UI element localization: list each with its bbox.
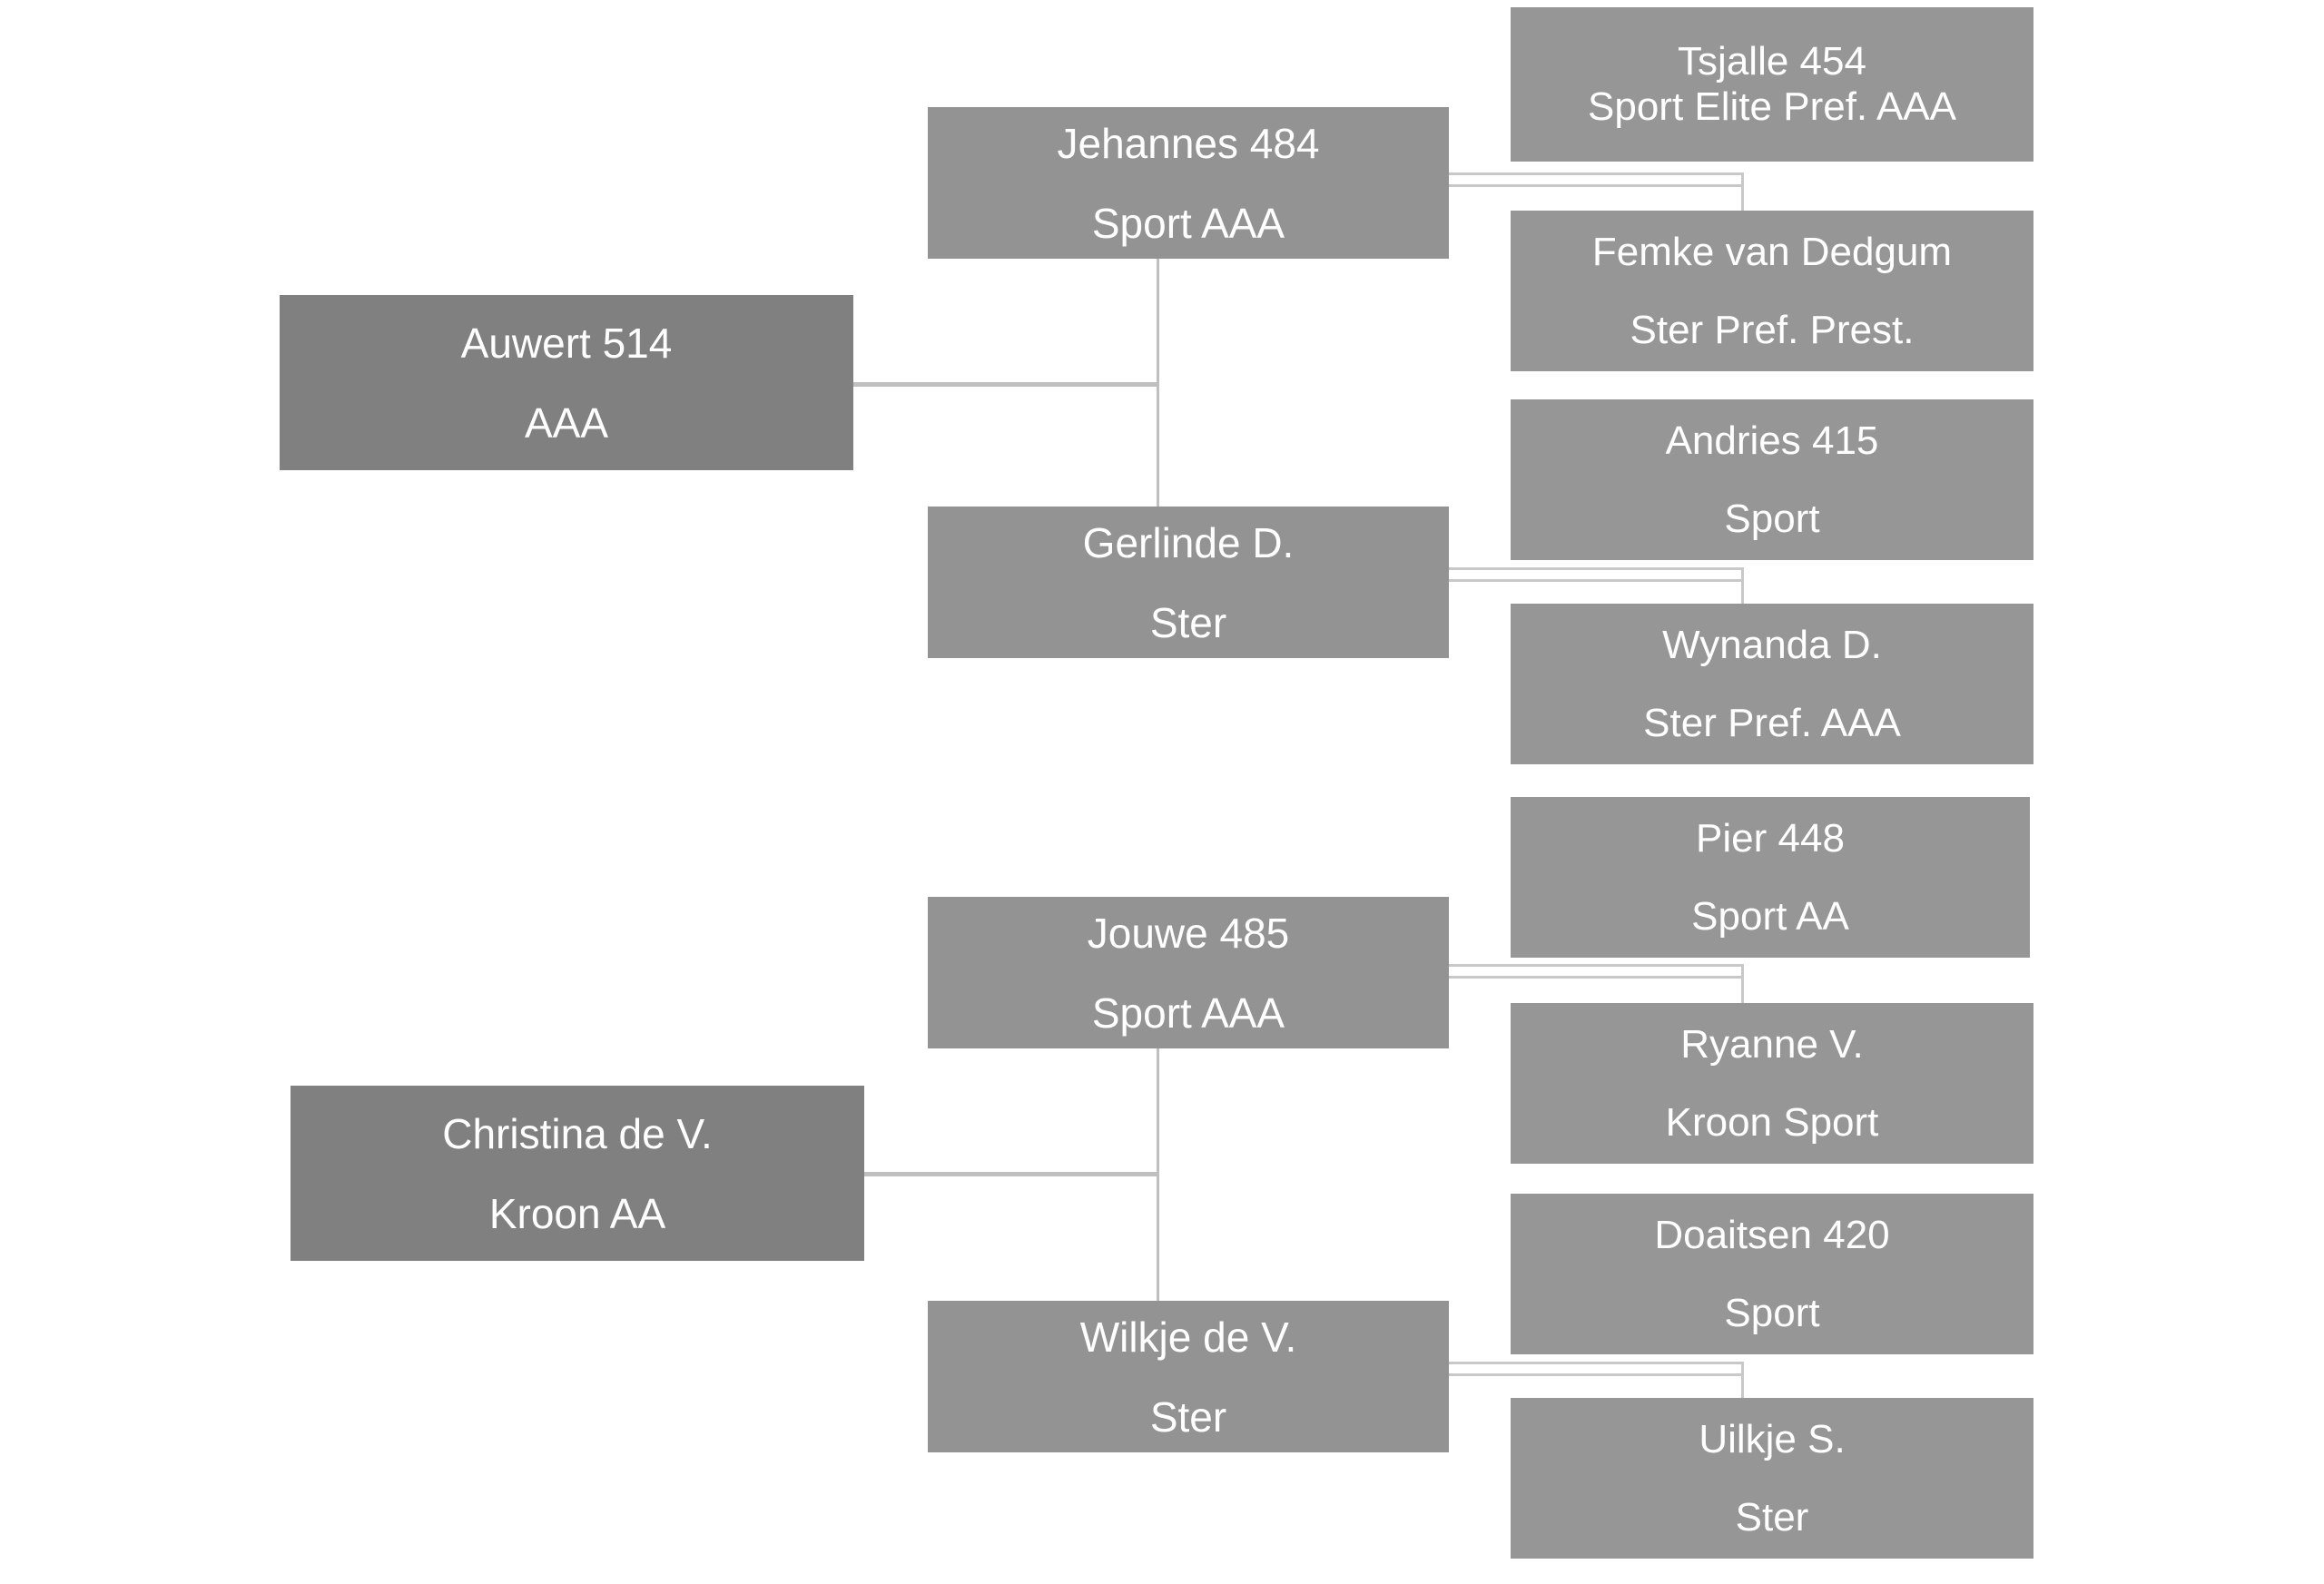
connector-horizontal-sire-top-upper: [1449, 172, 1744, 175]
node-grandsire-top-dam[interactable]: Andries 415 Sport: [1511, 399, 2034, 560]
node-granddam-bottom-sire[interactable]: Ryanne V. Kroon Sport: [1511, 1003, 2034, 1164]
connector-horizontal-dam-top-lower: [1449, 579, 1744, 582]
node-name: Doaitsen 420: [1654, 1212, 1890, 1257]
connector-vertical-sire-bottom-grandparents: [1741, 964, 1744, 1008]
node-dam-top[interactable]: Gerlinde D. Ster: [928, 507, 1449, 658]
node-predicates: Ster Pref. AAA: [1643, 700, 1901, 745]
node-dam-bottom[interactable]: Wilkje de V. Ster: [928, 1301, 1449, 1452]
connector-horizontal-dam-bottom-upper: [1449, 1362, 1744, 1364]
node-granddam-top-sire[interactable]: Femke van Dedgum Ster Pref. Prest.: [1511, 211, 2034, 371]
node-grandsire-bottom-sire[interactable]: Pier 448 Sport AA: [1511, 797, 2030, 958]
connector-vertical-sire-top-grandparents: [1741, 172, 1744, 216]
node-name: Femke van Dedgum: [1591, 229, 1953, 274]
node-name: Uilkje S.: [1699, 1416, 1846, 1461]
node-granddam-bottom-dam[interactable]: Uilkje S. Ster: [1511, 1398, 2034, 1559]
node-predicates: Sport AAA: [1091, 199, 1285, 247]
connector-vertical-dam-bottom-grandparents: [1741, 1362, 1744, 1405]
node-predicates: Kroon AA: [488, 1189, 666, 1237]
connector-horizontal-dam-top-upper: [1449, 567, 1744, 570]
node-name: Tsjalle 454: [1678, 39, 1866, 84]
node-predicates: AAA: [524, 398, 609, 447]
node-name: Wynanda D.: [1662, 622, 1882, 667]
node-name: Andries 415: [1665, 418, 1879, 463]
node-predicates: Ster: [1149, 1392, 1227, 1441]
node-name: Ryanne V.: [1680, 1021, 1864, 1067]
node-predicates: Kroon Sport: [1665, 1099, 1879, 1145]
connector-vertical-dam-top-grandparents: [1741, 567, 1744, 611]
node-predicates: Sport: [1724, 496, 1820, 541]
node-predicates: Ster: [1149, 598, 1227, 646]
node-parent-bottom[interactable]: Christina de V. Kroon AA: [290, 1086, 864, 1261]
node-predicates: Sport Elite Pref. AAA: [1588, 84, 1956, 129]
node-name: Christina de V.: [442, 1109, 713, 1157]
connector-horizontal-sire-bottom-lower: [1449, 976, 1744, 979]
connector-horizontal-top-parent: [853, 382, 1159, 387]
connector-horizontal-sire-top-lower: [1449, 184, 1744, 187]
node-predicates: Ster Pref. Prest.: [1630, 307, 1915, 352]
node-name: Jouwe 485: [1087, 909, 1290, 957]
connector-horizontal-dam-bottom-lower: [1449, 1373, 1744, 1376]
node-sire-top[interactable]: Jehannes 484 Sport AAA: [928, 107, 1449, 259]
node-predicates: Sport AAA: [1091, 989, 1285, 1037]
node-predicates: Sport AA: [1691, 893, 1849, 939]
connector-horizontal-bottom-parent: [862, 1172, 1159, 1176]
node-predicates: Sport: [1724, 1290, 1820, 1335]
node-grandsire-bottom-dam[interactable]: Doaitsen 420 Sport: [1511, 1194, 2034, 1354]
node-parent-top[interactable]: Auwert 514 AAA: [280, 295, 853, 470]
node-name: Pier 448: [1696, 815, 1845, 861]
node-name: Wilkje de V.: [1079, 1313, 1297, 1361]
node-grandsire-top-sire[interactable]: Tsjalle 454 Sport Elite Pref. AAA: [1511, 7, 2034, 162]
node-sire-bottom[interactable]: Jouwe 485 Sport AAA: [928, 897, 1449, 1048]
node-name: Auwert 514: [460, 319, 673, 367]
connector-horizontal-sire-bottom-upper: [1449, 964, 1744, 967]
node-name: Jehannes 484: [1057, 119, 1320, 167]
node-predicates: Ster: [1735, 1494, 1809, 1540]
node-granddam-top-dam[interactable]: Wynanda D. Ster Pref. AAA: [1511, 604, 2034, 764]
node-name: Gerlinde D.: [1082, 518, 1295, 566]
